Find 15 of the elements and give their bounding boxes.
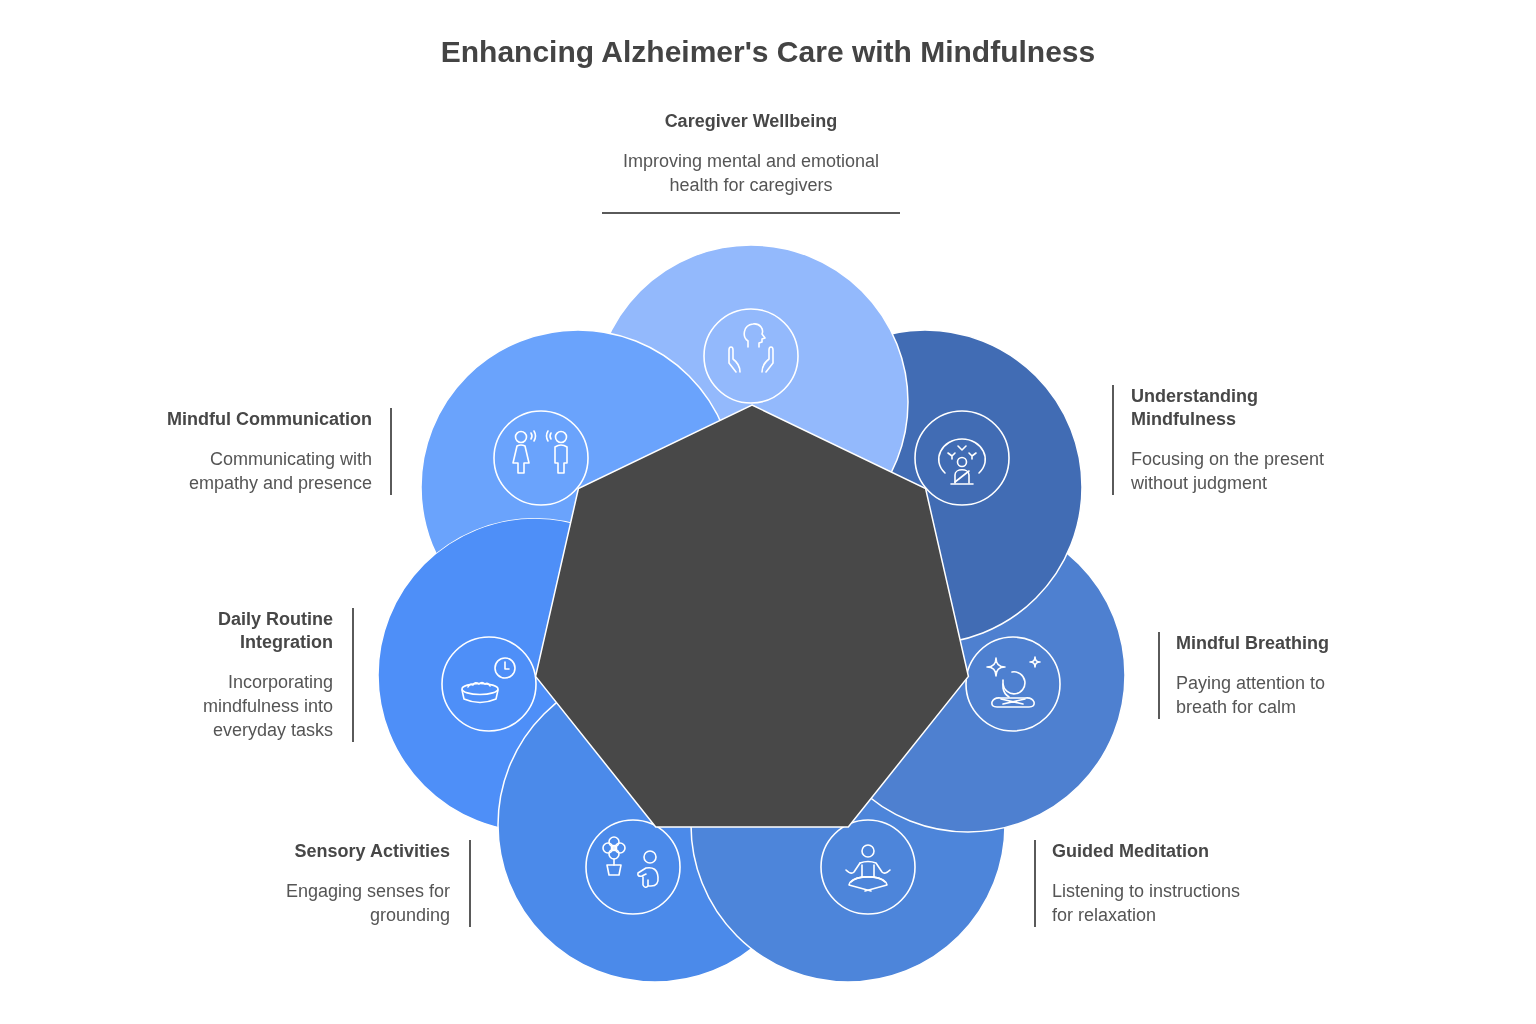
- section-heading: Mindful Breathing: [1176, 632, 1330, 655]
- section-description: Listening to instructions for relaxation: [1052, 880, 1242, 927]
- section-heading: Understanding Mindfulness: [1131, 385, 1259, 431]
- section-description: Focusing on the present without judgment: [1131, 448, 1326, 495]
- section-heading: Caregiver Wellbeing: [664, 110, 838, 133]
- section-description: Paying attention to breath for calm: [1176, 672, 1327, 719]
- section-description: Engaging senses for grounding: [284, 880, 450, 927]
- section-description: Improving mental and emotional health for caregivers: [622, 150, 880, 197]
- section-description: Communicating with empathy and presence: [187, 448, 372, 495]
- section-description: Incorporating mindfulness into everyday tasks: [201, 671, 333, 742]
- section-heading: Daily Routine Integration: [217, 608, 333, 654]
- section-heading: Guided Meditation: [1052, 840, 1210, 863]
- diagram-title: Enhancing Alzheimer's Care with Mindfulness: [440, 34, 1096, 70]
- section-heading: Mindful Communication: [166, 408, 372, 431]
- section-heading: Sensory Activities: [293, 840, 450, 863]
